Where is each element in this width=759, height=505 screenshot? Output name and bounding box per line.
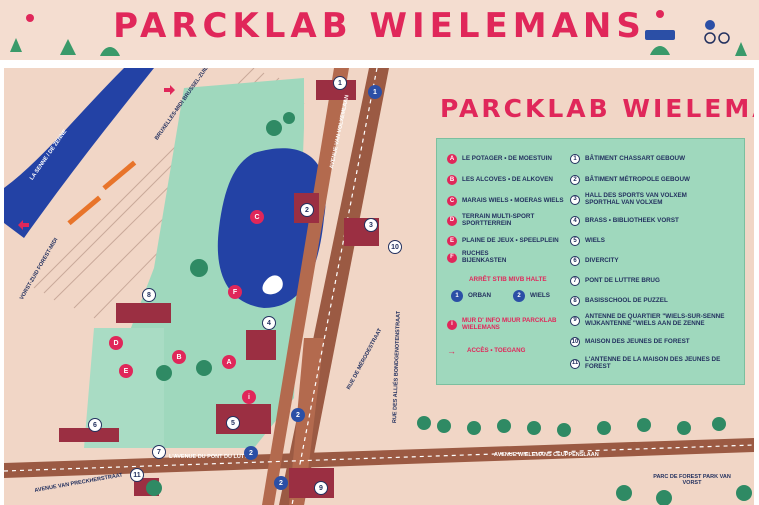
map-base — [4, 68, 754, 505]
map-poi-f[interactable]: F — [228, 285, 242, 299]
banner-illustrations — [10, 10, 747, 56]
map-poi-11[interactable]: 11 — [130, 468, 144, 482]
banner-title: PARCKLAB WIELEMANS — [113, 6, 646, 46]
map-poi-6[interactable]: 6 — [88, 418, 102, 432]
map-poi-5[interactable]: 5 — [226, 416, 240, 430]
map-poi-7[interactable]: 7 — [152, 445, 166, 459]
street-label-wielemans: AVENUE WIELEMANS CEUPPENSLAAN — [494, 452, 599, 458]
map-poi-a[interactable]: A — [222, 355, 236, 369]
map-poi-9[interactable]: 9 — [314, 481, 328, 495]
park-map: PARCKLAB WIELEMANS AVENUE VAN VOLXEMLAAN… — [4, 68, 754, 505]
street-label-forest-park: PARC DE FOREST PARK VAN VORST — [653, 474, 731, 486]
map-stop-wiels-1[interactable]: 2 — [291, 408, 305, 422]
senne-river — [4, 68, 154, 238]
map-stop-wiels-2[interactable]: 2 — [244, 446, 258, 460]
map-poi-1[interactable]: 1 — [333, 76, 347, 90]
street-label-pont-luttre: L'AVENUE DU PONT DU LUTTRE — [169, 454, 256, 460]
map-poi-b[interactable]: B — [172, 350, 186, 364]
map-stop-orban[interactable]: 1 — [368, 85, 382, 99]
map-poi-e[interactable]: E — [119, 364, 133, 378]
map-poi-8[interactable]: 8 — [142, 288, 156, 302]
legend-stib-title: ARRÊT STIB MIVB HALTE — [469, 276, 547, 283]
map-title: PARCKLAB WIELEMANS — [440, 94, 754, 123]
map-poi-4[interactable]: 4 — [262, 316, 276, 330]
map-poi-3[interactable]: 3 — [364, 218, 378, 232]
map-poi-d[interactable]: D — [109, 336, 123, 350]
wiels-pond — [217, 148, 326, 308]
map-poi-info[interactable]: i — [242, 390, 256, 404]
avenue-wielemans — [4, 438, 754, 478]
legend-access: →ACCÈS • TOEGANG — [447, 346, 526, 356]
map-poi-c[interactable]: C — [250, 210, 264, 224]
map-poi-2[interactable]: 2 — [300, 203, 314, 217]
header-banner: PARCKLAB WIELEMANS — [0, 0, 759, 60]
map-poi-10[interactable]: 10 — [388, 240, 402, 254]
map-stop-wiels-3[interactable]: 2 — [274, 476, 288, 490]
